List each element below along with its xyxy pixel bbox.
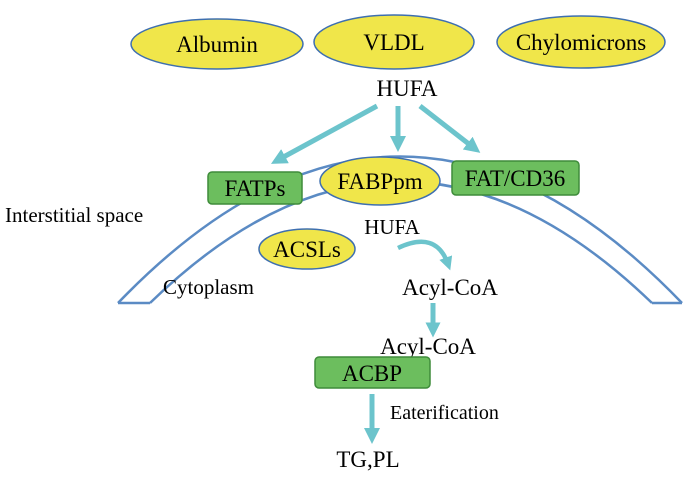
activation-arrow xyxy=(397,239,453,271)
fatps-node: FATPs xyxy=(207,171,303,205)
uptake-arrows xyxy=(270,103,481,164)
hufa-outside-label: HUFA xyxy=(377,76,438,101)
chylomicrons-label: Chylomicrons xyxy=(516,30,646,55)
arrow-to-fat-cd36 xyxy=(418,104,481,153)
chylomicrons-node: Chylomicrons xyxy=(496,15,666,69)
acyl-coa-label-2: Acyl-CoA xyxy=(380,334,476,359)
albumin-node: Albumin xyxy=(130,18,304,70)
cytoplasm-label: Cytoplasm xyxy=(163,275,254,299)
fatps-label: FATPs xyxy=(225,176,286,201)
arrow-to-fatps xyxy=(270,103,379,164)
fabppm-label: FABPpm xyxy=(337,169,422,194)
acbp-node: ACBP xyxy=(314,356,431,389)
fabppm-node: FABPpm xyxy=(319,156,441,206)
acyl-coa-label-1: Acyl-CoA xyxy=(402,275,498,300)
esterification-label: Eaterification xyxy=(390,402,499,424)
fat-cd36-node: FAT/CD36 xyxy=(451,160,580,196)
vldl-node: VLDL xyxy=(313,14,475,70)
acsls-label: ACSLs xyxy=(273,237,341,262)
interstitial-space-label: Interstitial space xyxy=(5,203,143,227)
tg-pl-label: TG,PL xyxy=(336,447,399,472)
hufa-inside-label: HUFA xyxy=(364,215,420,239)
albumin-label: Albumin xyxy=(176,32,258,57)
fat-cd36-label: FAT/CD36 xyxy=(465,166,566,191)
vldl-label: VLDL xyxy=(363,30,424,55)
acbp-label: ACBP xyxy=(342,361,402,386)
acsls-node: ACSLs xyxy=(258,228,356,270)
